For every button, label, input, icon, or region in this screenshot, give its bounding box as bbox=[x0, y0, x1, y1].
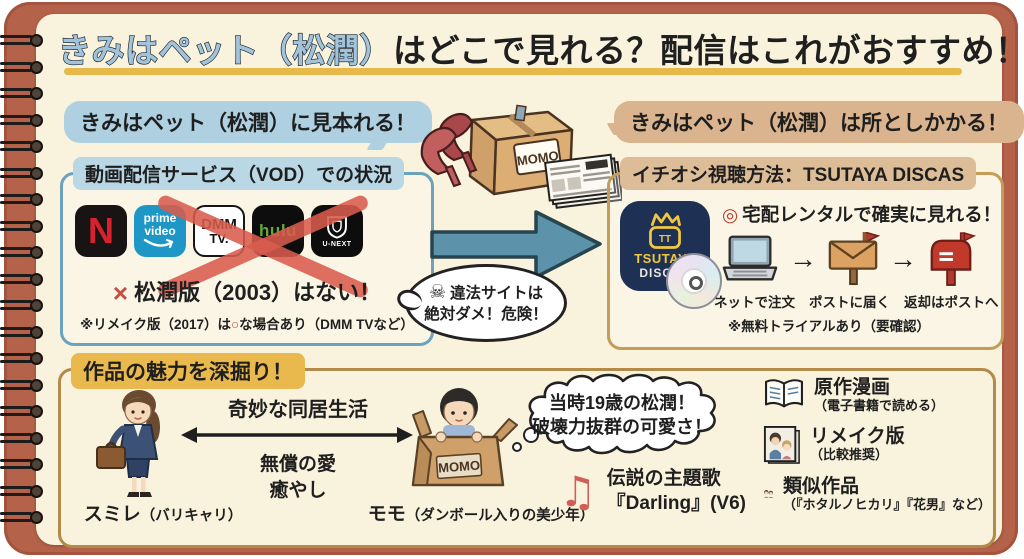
tsutaya-box-title: イチオシ視聴方法：TSUTAYA DISCAS bbox=[620, 157, 977, 190]
list-item-remake: リメイク版 （比較推奨） bbox=[763, 425, 991, 465]
prime-video-icon: prime video bbox=[134, 205, 186, 257]
newspaper-icon bbox=[544, 153, 622, 209]
free-trial-note: ※無料トライアルあり（要確認） bbox=[728, 319, 930, 334]
list-item-similar-works: 類似作品 （『ホタルノヒカリ』『花男』など） bbox=[763, 476, 991, 513]
couple-icon bbox=[763, 490, 774, 499]
step-2-label: ポストに届く bbox=[809, 295, 890, 310]
spiral-ring bbox=[0, 140, 46, 154]
u-next-icon: U-NEXT bbox=[311, 205, 363, 257]
spiral-ring bbox=[0, 87, 46, 101]
spiral-ring bbox=[0, 193, 46, 207]
spiral-ring bbox=[0, 484, 46, 499]
relation-mid-label: 無償の愛 bbox=[259, 454, 336, 475]
relation-low-label: 癒やし bbox=[269, 480, 327, 501]
package-heels-newspaper-illustration: MOMO bbox=[420, 104, 622, 209]
related-works-list: 原作漫画 （電子書籍で読める） リメイク版 （比較推奨） bbox=[763, 377, 991, 513]
double-arrow-icon bbox=[181, 427, 413, 443]
tsutaya-tv-crown-icon: TT bbox=[649, 212, 681, 249]
list-item-original-manga: 原作漫画 （電子書籍で読める） bbox=[763, 377, 991, 414]
prime-smile-icon bbox=[143, 238, 174, 248]
spiral-ring bbox=[0, 511, 46, 525]
spiral-ring bbox=[0, 113, 46, 128]
streaming-service-icons: N prime video DMM TV. hulu U-NEXT bbox=[75, 205, 363, 257]
relation-top-label: 奇妙な同居生活 bbox=[228, 399, 368, 421]
cloud-outline bbox=[512, 373, 716, 455]
flow-arrow-icon bbox=[430, 210, 602, 279]
step-3-label: 返却はポストへ bbox=[904, 295, 999, 310]
svg-text:MOMO: MOMO bbox=[438, 458, 481, 476]
rental-flow: → → bbox=[720, 231, 976, 287]
spiral-ring bbox=[0, 378, 46, 393]
spiral-ring bbox=[0, 405, 46, 419]
mailbox-icon bbox=[930, 232, 976, 286]
step-arrow-icon: → bbox=[889, 243, 917, 274]
spiral-ring bbox=[0, 219, 46, 234]
spiral-ring bbox=[0, 166, 46, 181]
theme-song-item: ♫ 伝説の主題歌 『Darling』(V6) bbox=[559, 467, 746, 516]
svg-text:TT: TT bbox=[659, 234, 671, 245]
sumire-character-illustration bbox=[96, 390, 160, 497]
remake-note-line: ※リメイク版（2017）は○な場合あり（DMM TVなど） bbox=[80, 317, 414, 332]
step-arrow-icon: → bbox=[789, 243, 817, 274]
open-book-icon bbox=[765, 379, 803, 408]
skull-icon: ☠ bbox=[428, 281, 447, 304]
spiral-ring bbox=[0, 325, 46, 340]
page-title: きみはペット（松潤）はどこで見れる？配信はこれがおすすめ！ bbox=[57, 24, 1024, 72]
spiral-ring bbox=[0, 34, 46, 48]
dmm-tv-icon: DMM TV. bbox=[193, 205, 245, 257]
step-1-label: ネットで注文 bbox=[714, 295, 795, 310]
circle-mark-icon: ○ bbox=[230, 317, 240, 332]
double-circle-mark-icon: ◎ bbox=[722, 204, 739, 225]
spiral-ring bbox=[0, 299, 46, 313]
illegal-site-warning-bubble: ☠違法サイトは 絶対ダメ！危険！ bbox=[394, 264, 567, 342]
vod-status-box: 動画配信サービス（VOD）での状況 N prime video DMM TV. … bbox=[60, 157, 434, 346]
spiral-ring bbox=[0, 272, 46, 287]
title-underline bbox=[64, 68, 962, 75]
title-highlight: きみはペット（松潤） bbox=[57, 31, 393, 69]
left-speech-bubble: きみはペット（松潤）に見本れる！ bbox=[64, 101, 432, 143]
netflix-icon: N bbox=[75, 205, 127, 257]
rental-step-labels: ネットで注文 ポストに届く 返却はポストへ bbox=[714, 291, 999, 311]
u-next-shield-icon bbox=[327, 216, 347, 239]
thought-text: 当時19歳の松潤！ 破壊力抜群の可愛さ！ bbox=[532, 393, 712, 438]
hulu-icon: hulu bbox=[252, 205, 304, 257]
not-available-line: ×松潤版（2003）はない！ bbox=[112, 278, 382, 308]
red-heels-icon bbox=[420, 112, 478, 188]
spiral-ring bbox=[0, 352, 46, 366]
spiral-ring bbox=[0, 246, 46, 260]
laptop-icon bbox=[722, 235, 778, 281]
tsutaya-discas-box: イチオシ視聴方法：TSUTAYA DISCAS TT TSUTAYA DISCA… bbox=[607, 157, 1004, 350]
vod-box-title: 動画配信サービス（VOD）での状況 bbox=[73, 157, 405, 190]
music-note-icon: ♫ bbox=[559, 466, 597, 516]
envelope-post-icon bbox=[828, 232, 880, 286]
spiral-ring bbox=[0, 431, 46, 446]
right-speech-bubble: きみはペット（松潤）は所としかかる！ bbox=[614, 101, 1024, 143]
thought-bubble: 当時19歳の松潤！ 破壊力抜群の可愛さ！ bbox=[503, 369, 741, 461]
dvd-disc-icon bbox=[666, 253, 722, 309]
deep-dive-box: 作品の魅力を深掘り！ スミレ（バリキャリ） 奇妙な同居生活 bbox=[58, 353, 996, 548]
remake-photo-icon bbox=[763, 425, 800, 464]
rental-headline: ◎宅配レンタルで確実に見れる！ bbox=[722, 204, 1002, 225]
theme-song-text: 伝説の主題歌 『Darling』(V6) bbox=[606, 468, 747, 514]
spiral-ring bbox=[0, 60, 46, 75]
cross-mark-icon: × bbox=[112, 278, 129, 308]
spiral-ring bbox=[0, 458, 46, 472]
sumire-label: スミレ（バリキャリ） bbox=[83, 504, 243, 525]
momo-character-illustration: MOMO bbox=[411, 388, 518, 487]
title-rest: はどこで見れる？配信はこれがおすすめ！ bbox=[393, 32, 1024, 69]
deep-dive-title: 作品の魅力を深掘り！ bbox=[71, 353, 305, 389]
momo-label: モモ（ダンボール入りの美少年） bbox=[367, 504, 595, 525]
